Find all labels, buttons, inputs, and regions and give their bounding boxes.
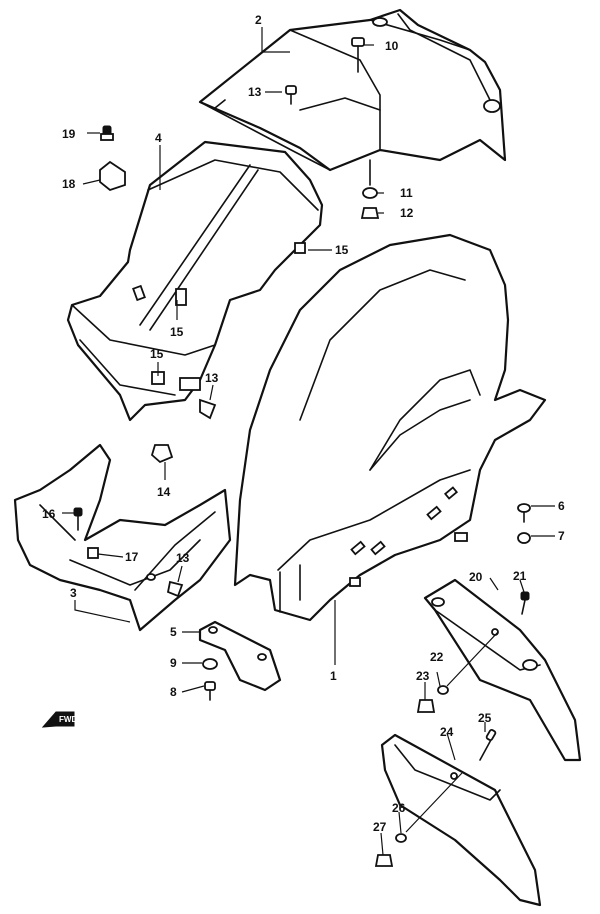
part-20-plate-bracket bbox=[423, 578, 582, 762]
label-18: 18 bbox=[62, 177, 76, 191]
label-6: 6 bbox=[558, 499, 565, 513]
label-7: 7 bbox=[558, 529, 565, 543]
label-23: 23 bbox=[416, 669, 430, 683]
leader-lines bbox=[62, 27, 555, 856]
hardware-clip bbox=[99, 125, 126, 192]
label-3: 3 bbox=[70, 586, 77, 600]
label-13-lower: 13 bbox=[176, 551, 190, 565]
label-13-mid: 13 bbox=[205, 371, 219, 385]
part-5-bracket bbox=[198, 620, 282, 692]
hardware-right bbox=[517, 503, 531, 544]
label-25: 25 bbox=[478, 711, 492, 725]
label-4: 4 bbox=[155, 131, 162, 145]
part-3-lower-guard bbox=[13, 443, 232, 632]
label-8: 8 bbox=[170, 685, 177, 699]
label-11: 11 bbox=[400, 186, 413, 200]
label-5: 5 bbox=[170, 625, 177, 639]
label-14: 14 bbox=[157, 485, 171, 499]
part-24-plate-holder bbox=[380, 733, 542, 907]
hardware-mid bbox=[150, 398, 217, 598]
forward-direction-marker: FWD bbox=[41, 711, 77, 728]
label-26: 26 bbox=[392, 801, 406, 815]
label-19: 19 bbox=[62, 127, 76, 141]
label-9: 9 bbox=[170, 656, 177, 670]
fwd-text: FWD bbox=[59, 715, 77, 724]
label-15-center: 15 bbox=[170, 325, 184, 339]
label-24: 24 bbox=[440, 725, 454, 739]
label-27: 27 bbox=[373, 820, 387, 834]
label-20: 20 bbox=[469, 570, 483, 584]
label-13-upper: 13 bbox=[248, 85, 262, 99]
label-1: 1 bbox=[330, 669, 337, 683]
label-15-lower: 15 bbox=[150, 347, 164, 361]
label-2: 2 bbox=[255, 13, 262, 27]
label-16: 16 bbox=[42, 507, 56, 521]
label-22: 22 bbox=[430, 650, 444, 664]
label-21: 21 bbox=[513, 569, 527, 583]
callout-labels: 2 10 13 19 4 18 11 12 15 15 15 13 14 16 … bbox=[42, 13, 565, 834]
label-10: 10 bbox=[385, 39, 399, 53]
label-15-right: 15 bbox=[335, 243, 349, 257]
hardware-bottom-center bbox=[202, 658, 218, 701]
hardware-lower-left bbox=[73, 507, 83, 531]
hardware-plate bbox=[374, 591, 530, 867]
part-4-inner-fender bbox=[66, 140, 324, 422]
label-12: 12 bbox=[400, 206, 414, 220]
hardware-upper bbox=[285, 37, 380, 219]
part-2-upper-bracket bbox=[198, 8, 507, 172]
part-1-rear-fender bbox=[233, 233, 547, 622]
label-17: 17 bbox=[125, 550, 139, 564]
